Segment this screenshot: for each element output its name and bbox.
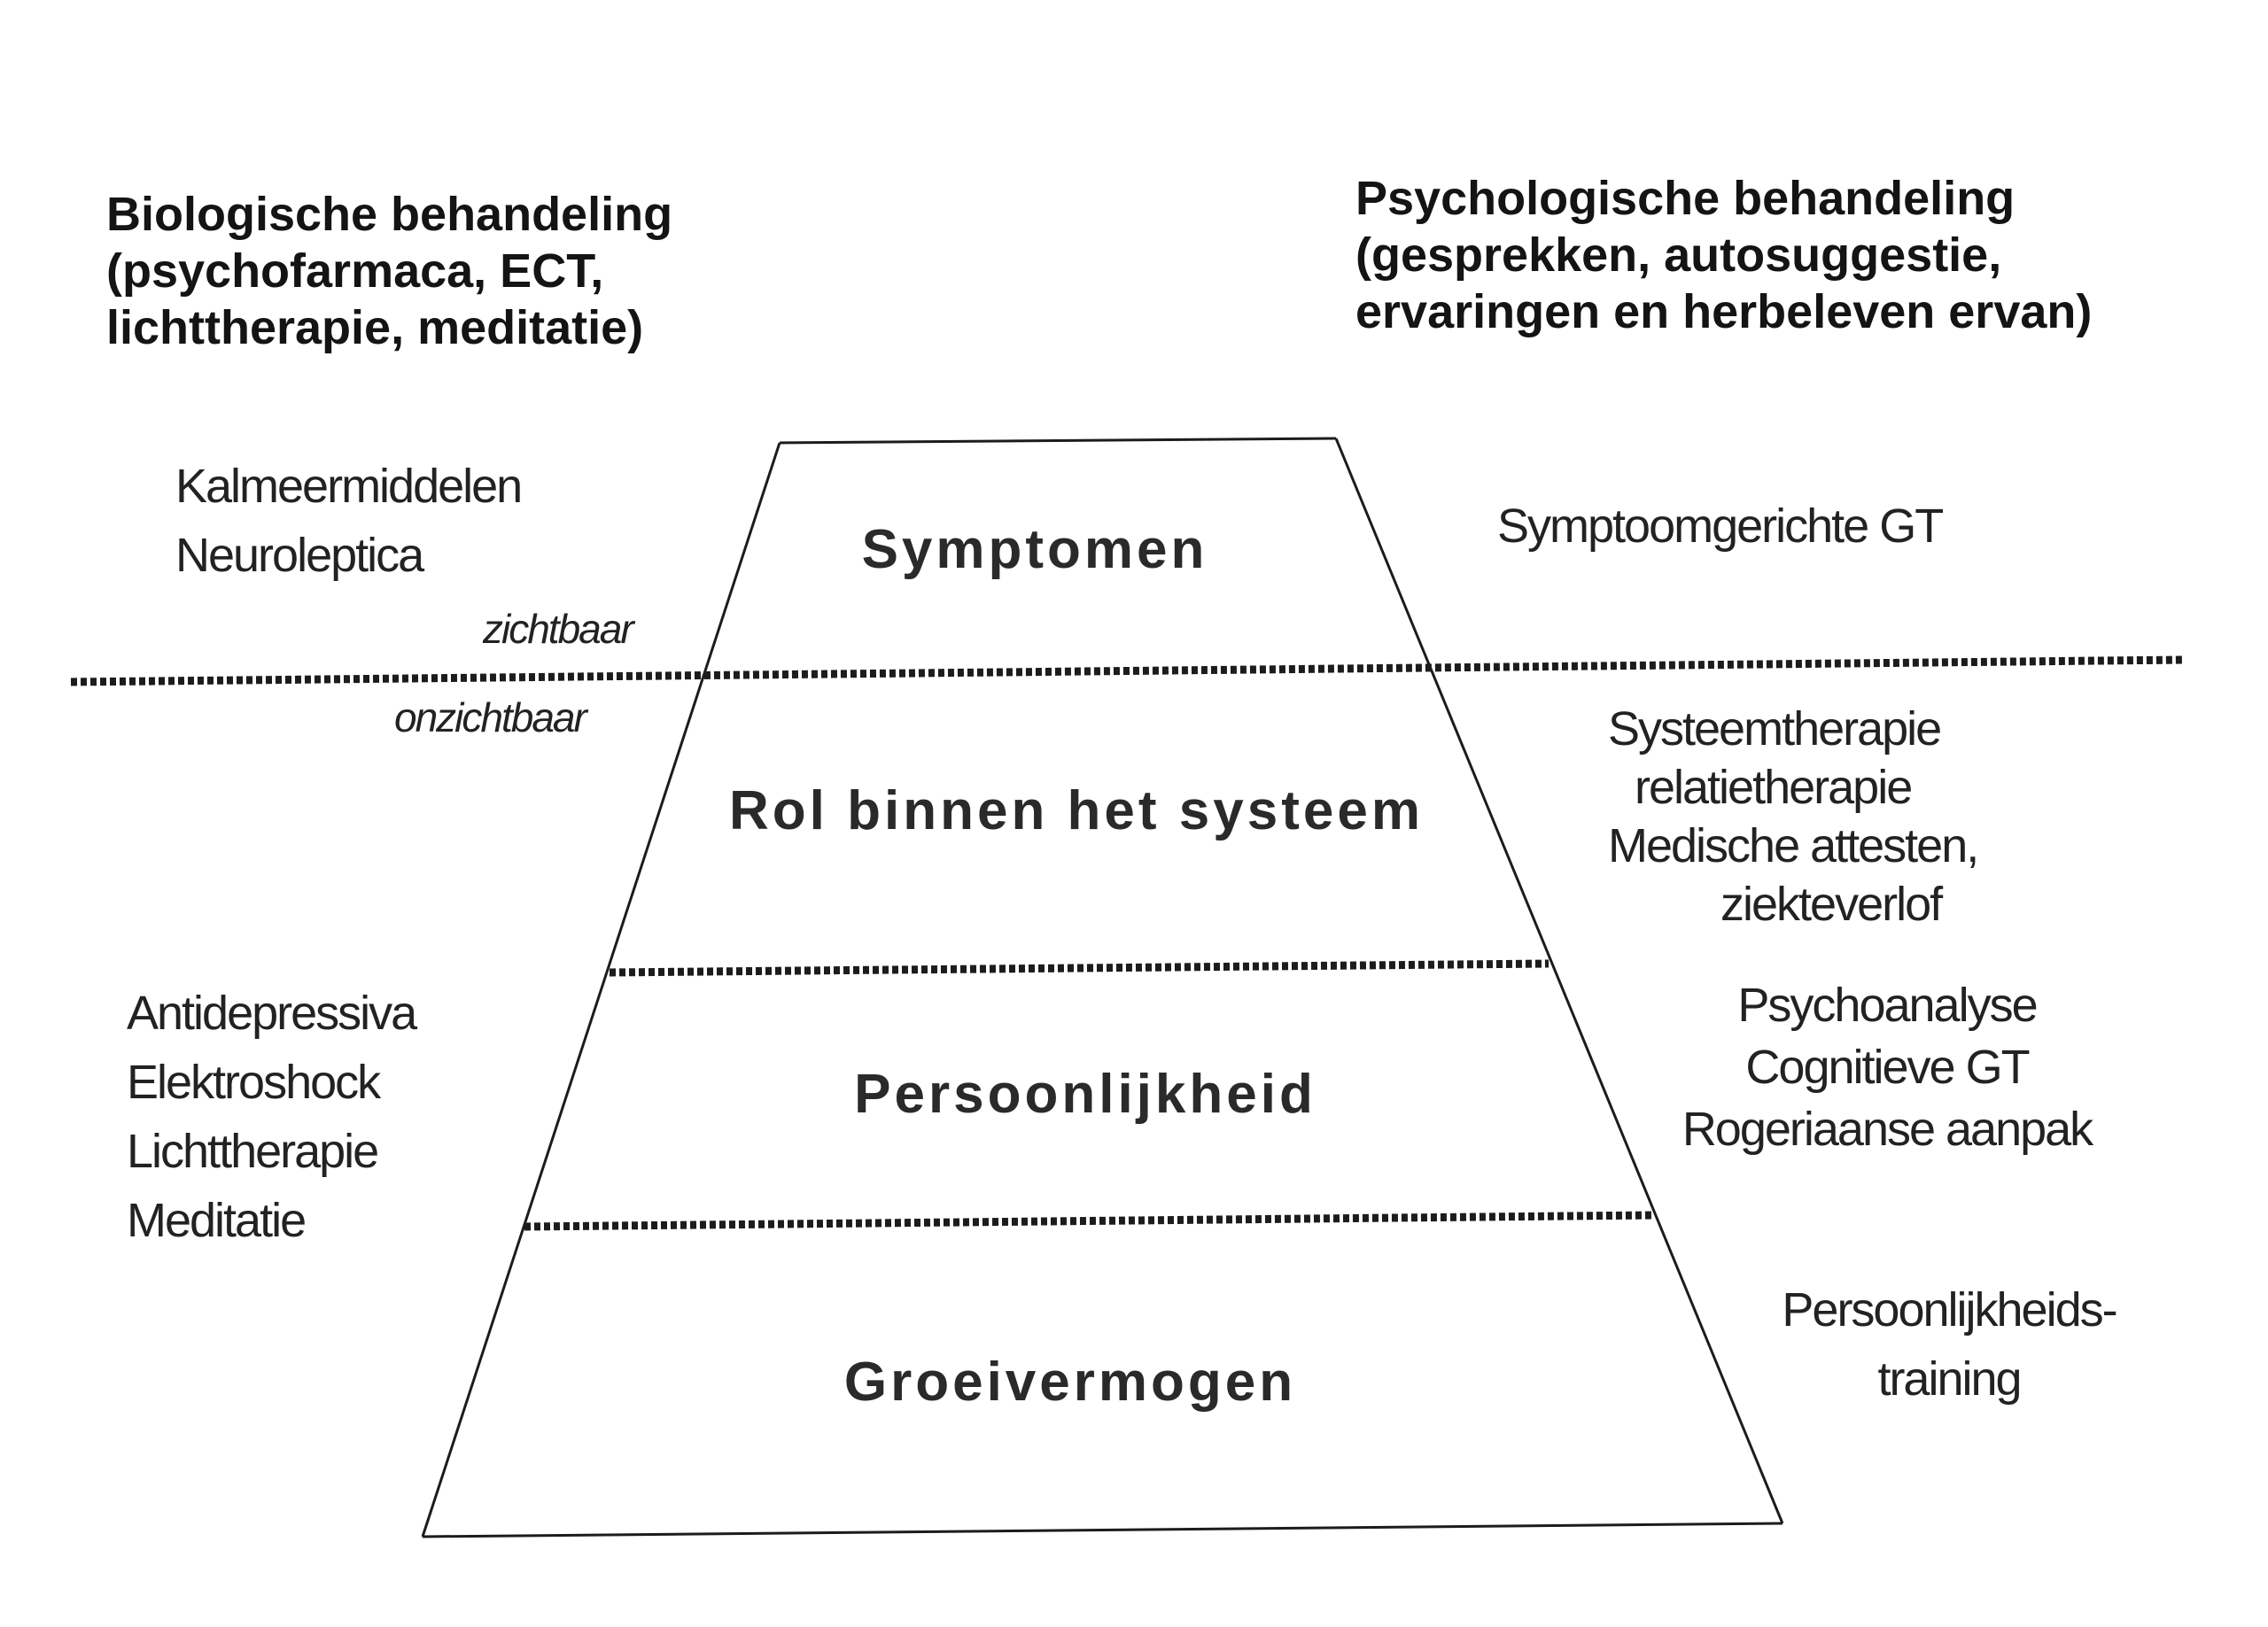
treatment-medische-attesten: Medische attesten, <box>1608 819 1979 872</box>
treatment-relatietherapie: relatietherapie <box>1635 761 1913 814</box>
treatment-persoonlijkheids: Persoonlijkheids- <box>1782 1283 2117 1336</box>
level-persoonlijkheid: Persoonlijkheid <box>854 1064 1317 1125</box>
treatment-lichttherapie: Lichttherapie <box>127 1125 379 1178</box>
treatment-elektroshock: Elektroshock <box>127 1056 381 1109</box>
level-symptomen: Symptomen <box>861 519 1208 580</box>
pyramid-outline <box>421 437 1784 1538</box>
pyramid-top-edge <box>779 437 1337 445</box>
level-divider-groeivermogen <box>524 1211 1656 1231</box>
treatment-rogeriaanse-aanpak: Rogeriaanse aanpak <box>1682 1103 2093 1156</box>
treatment-psychoanalyse: Psychoanalyse <box>1737 979 2038 1032</box>
treatment-training: training <box>1877 1352 2022 1406</box>
visibility-dotted-line <box>70 655 2185 686</box>
right-treatments-groeivermogen: Persoonlijkheids- training <box>1728 1275 2171 1414</box>
pyramid-bottom-edge <box>422 1522 1783 1538</box>
left-treatments-middle: Antidepressiva Elektroshock Lichttherapi… <box>127 979 417 1255</box>
treatment-antidepressiva: Antidepressiva <box>127 987 417 1040</box>
label-zichtbaar: zichtbaar <box>483 606 634 652</box>
right-treatments-persoonlijkheid: Psychoanalyse Cognitieve GT Rogeriaanse … <box>1666 974 2109 1160</box>
treatment-ziekteverlof: ziekteverlof <box>1720 878 1943 931</box>
pyramid-right-edge <box>1334 438 1784 1524</box>
right-treatments-symptomen: Symptoomgerichte GT <box>1497 492 1944 561</box>
level-rol-binnen-het-systeem: Rol binnen het systeem <box>729 780 1424 841</box>
level-divider-persoonlijkheid <box>609 959 1550 977</box>
treatment-meditatie: Meditatie <box>127 1194 307 1247</box>
treatment-neuroleptica: Neuroleptica <box>175 529 424 582</box>
heading-psychological-treatment: Psychologische behandeling (gesprekken, … <box>1355 172 2093 338</box>
pyramid-left-edge <box>421 442 781 1538</box>
label-onzichtbaar: onzichtbaar <box>394 694 587 740</box>
heading-biological-treatment: Biologische behandeling (psychofarmaca, … <box>106 188 673 354</box>
right-treatments-systeem: Systeemtherapie relatietherapie Medische… <box>1608 700 1979 934</box>
treatment-systeemtherapie: Systeemtherapie <box>1608 702 1942 755</box>
treatment-kalmeermiddelen: Kalmeermiddelen <box>175 460 523 513</box>
left-treatments-top: Kalmeermiddelen Neuroleptica <box>175 452 523 590</box>
treatment-symptoomgerichte-gt: Symptoomgerichte GT <box>1497 500 1944 553</box>
level-groeivermogen: Groeivermogen <box>843 1352 1297 1413</box>
treatment-cognitieve-gt: Cognitieve GT <box>1745 1041 2030 1094</box>
